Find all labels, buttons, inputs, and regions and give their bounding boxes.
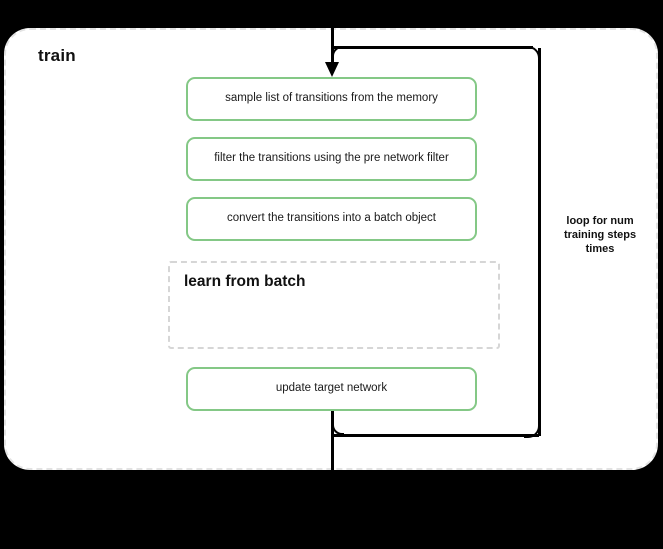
subscope-title-learn-from-batch: learn from batch [184, 273, 306, 290]
loop-label-line-3: times [585, 243, 615, 256]
loop-bottom-segment [333, 434, 539, 437]
node-label: update target network [275, 382, 388, 395]
node-convert-to-batch[interactable]: convert the transitions into a batch obj… [186, 197, 477, 241]
node-label: filter the transitions using the pre net… [214, 152, 449, 165]
loop-corner-bottom-right [524, 422, 540, 438]
entry-connector-line [331, 0, 334, 66]
loop-label-line-2: training steps [563, 229, 637, 242]
loop-annotation-label: loop for num training steps times [548, 214, 652, 256]
learn-from-batch-subscope[interactable]: learn from batch [168, 261, 500, 349]
node-label: convert the transitions into a batch obj… [226, 212, 437, 225]
entry-arrowhead-icon [325, 62, 339, 77]
node-sample-transitions[interactable]: sample list of transitions from the memo… [186, 77, 477, 121]
node-filter-transitions[interactable]: filter the transitions using the pre net… [186, 137, 477, 181]
loop-top-segment [332, 46, 533, 49]
node-update-target-network[interactable]: update target network [186, 367, 477, 411]
loop-right-segment [538, 48, 541, 436]
node-label: sample list of transitions from the memo… [225, 92, 438, 105]
loop-label-line-1: loop for num [566, 215, 634, 227]
scope-title-train: train [38, 46, 76, 65]
exit-connector-line [331, 410, 334, 470]
